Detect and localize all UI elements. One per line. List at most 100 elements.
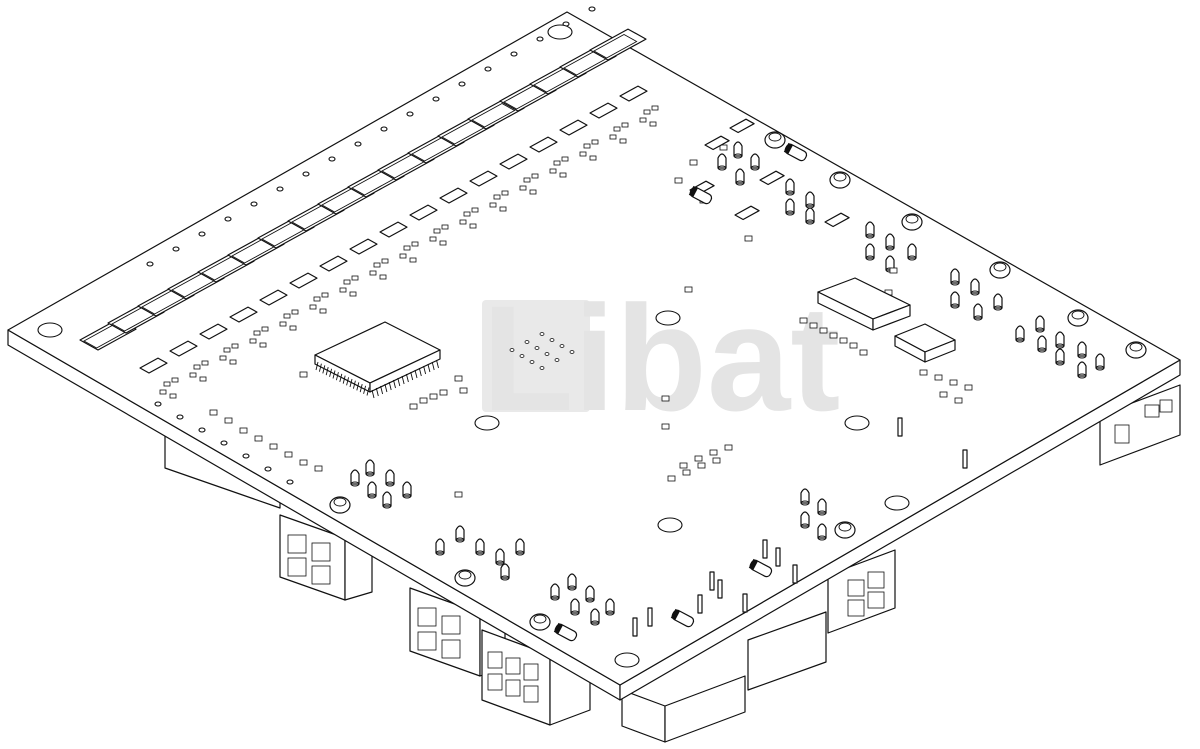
smd-pad <box>429 393 438 400</box>
smd-pad <box>709 449 718 456</box>
smd-pad <box>591 139 599 145</box>
led-lens <box>768 132 782 142</box>
test-point <box>1077 341 1087 357</box>
test-point <box>993 293 1003 309</box>
smd-pad <box>314 465 323 472</box>
test-point <box>455 525 465 541</box>
mcu-pin <box>431 361 435 371</box>
header-pin <box>775 547 781 567</box>
edge-hole <box>224 216 232 222</box>
test-point-base <box>585 597 595 603</box>
test-point-base <box>907 255 917 261</box>
ic-chip-1 <box>817 277 911 331</box>
smd-pad <box>309 304 317 310</box>
smd-pad <box>379 274 387 280</box>
transistor <box>499 153 528 170</box>
mounting-hole <box>547 24 573 40</box>
test-point <box>885 255 895 271</box>
led <box>989 261 1011 279</box>
smd-pad <box>667 475 676 482</box>
test-point-base <box>805 219 815 225</box>
smd-pad <box>231 343 239 349</box>
board-features <box>37 6 1147 668</box>
test-point-base <box>970 290 980 296</box>
smd-pad <box>529 189 537 195</box>
mcu-pin <box>375 387 379 397</box>
smd-pad <box>319 308 327 314</box>
test-point-base <box>590 620 600 626</box>
smd-pad <box>471 207 479 213</box>
smd-pad <box>159 389 167 395</box>
test-point-base <box>800 500 810 506</box>
test-point <box>750 153 760 169</box>
smd-pad <box>381 258 389 264</box>
via <box>539 366 545 370</box>
smd-pad <box>399 253 407 259</box>
via <box>539 332 545 336</box>
test-point-base <box>800 523 810 529</box>
mcu-pin <box>329 368 333 377</box>
watermark-text: Libat <box>482 274 840 442</box>
diode-band <box>670 608 680 621</box>
test-point <box>1055 348 1065 364</box>
smd-pad <box>411 241 419 247</box>
mounting-hole <box>474 415 500 431</box>
test-point-base <box>1035 327 1045 333</box>
smd-pad <box>369 270 377 276</box>
test-point-base <box>1095 365 1105 371</box>
test-point <box>475 538 485 554</box>
test-point <box>865 243 875 259</box>
test-point-base <box>570 610 580 616</box>
test-point <box>435 538 445 554</box>
transistor <box>734 205 760 221</box>
mcu-pin <box>380 385 384 395</box>
led <box>901 213 923 231</box>
smd-pad <box>454 491 463 498</box>
via <box>554 358 560 362</box>
header-pin <box>792 564 798 584</box>
smd-pad <box>171 377 179 383</box>
transistor <box>529 136 558 153</box>
mcu-pin <box>371 389 375 399</box>
smd-pad <box>719 144 728 151</box>
diode-band <box>688 185 698 198</box>
smd-pad <box>679 462 688 469</box>
mcu-pin <box>418 367 422 377</box>
led-lens <box>833 172 847 182</box>
test-point <box>605 598 615 614</box>
test-point-base <box>367 493 377 499</box>
via <box>534 346 540 350</box>
test-point <box>585 585 595 601</box>
led <box>1067 309 1089 327</box>
smd-pad <box>254 435 263 442</box>
smd-pad <box>819 327 828 334</box>
edge-hole <box>588 6 596 12</box>
header-pin <box>762 539 768 559</box>
smd-pad <box>954 397 963 404</box>
edge-hole <box>264 466 272 472</box>
smd-pad <box>433 228 441 234</box>
test-point <box>907 243 917 259</box>
mcu-pin <box>322 365 326 374</box>
smd-pad <box>224 417 233 424</box>
test-point-base <box>1037 347 1047 353</box>
smd-pad <box>697 462 706 469</box>
transistor <box>349 238 378 255</box>
test-point <box>733 141 743 157</box>
smd-pad <box>373 262 381 268</box>
test-point <box>785 178 795 194</box>
mcu-pin <box>363 385 367 394</box>
via <box>569 350 575 354</box>
header-pin <box>897 417 903 437</box>
test-point <box>567 573 577 589</box>
smd-pad <box>289 325 297 331</box>
smd-pad <box>261 326 269 332</box>
smd-pad <box>682 469 691 476</box>
test-point <box>805 191 815 207</box>
smd-pad <box>964 384 973 391</box>
smd-pad <box>299 371 308 378</box>
header-pin <box>717 579 723 599</box>
test-point-base <box>1077 353 1087 359</box>
smd-pad <box>459 387 468 394</box>
edge-hole <box>328 156 336 162</box>
